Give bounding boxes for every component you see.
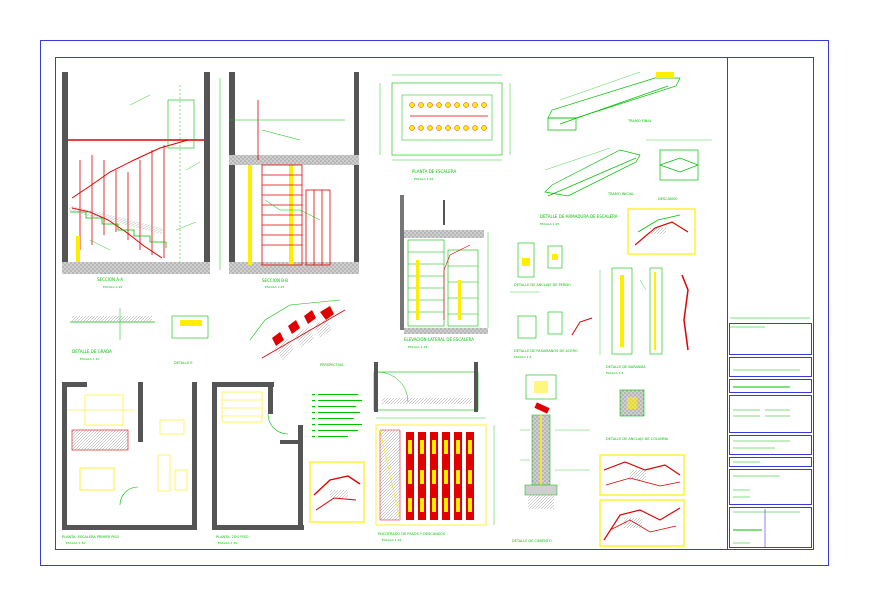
title-block-sheet-box <box>729 507 812 548</box>
svg-text:ESCALA 1:25: ESCALA 1:25 <box>382 538 402 542</box>
svg-text:SECCION A-A: SECCION A-A <box>97 277 123 282</box>
svg-text:ESCALA 1:50: ESCALA 1:50 <box>218 541 238 545</box>
svg-text:ENCOFRADO DE PASOS Y DESCANSOS: ENCOFRADO DE PASOS Y DESCANSOS <box>378 532 446 536</box>
svg-text:DETALLE DE ANCLAJE DE COLUMNA: DETALLE DE ANCLAJE DE COLUMNA <box>606 437 669 441</box>
detail-frame-top <box>627 208 696 255</box>
svg-text:DETALLE DE ARMADURA DE ESCALER: DETALLE DE ARMADURA DE ESCALERA <box>540 214 618 219</box>
detail-railing-joints: DETALLE DE ANCLAJE DE PERNO DETALLE DE P… <box>510 242 689 375</box>
stair-elevation: ELEVACION LATERAL DE ESCALERA ESCALA 1:2… <box>400 195 489 349</box>
title-block-title-box <box>729 379 812 393</box>
detail-row-left: DETALLE DE GRADA ESCALA 1:10 DETALLE E P… <box>70 299 346 367</box>
svg-text:ESCALA 1:25: ESCALA 1:25 <box>414 177 434 181</box>
svg-text:ESCALA 1:25: ESCALA 1:25 <box>103 285 123 289</box>
svg-text:ESCALA 1:25: ESCALA 1:25 <box>540 222 560 226</box>
svg-text:SECCION B-B: SECCION B-B <box>262 278 288 283</box>
svg-text:PLANTA DE ESCALERA: PLANTA DE ESCALERA <box>412 169 456 174</box>
svg-text:TRAMO FINAL: TRAMO FINAL <box>627 119 652 123</box>
general-notes <box>312 394 362 438</box>
isometric-views: TRAMO FINAL TRAMO INICIAL DESCANSO DETAL… <box>540 71 712 226</box>
title-block-designer-box <box>729 435 812 455</box>
formwork-top <box>373 362 479 412</box>
detail-frame-bottom-left <box>309 461 365 523</box>
svg-text:ESCALA 1:5: ESCALA 1:5 <box>606 371 624 375</box>
svg-text:DETALLE DE PASAMANOS DE ACERO: DETALLE DE PASAMANOS DE ACERO <box>514 349 578 353</box>
svg-text:PLANTA: 2DO PISO: PLANTA: 2DO PISO <box>216 535 249 539</box>
detail-frames-bottom-right <box>599 454 685 547</box>
section-b-b: SECCION B-B ESCALA 1:25 <box>219 72 359 289</box>
floor-plan-second: PLANTA: 2DO PISO ESCALA 1:50 <box>212 382 304 545</box>
svg-text:PLANTA: ESCALERA PRIMER PISO: PLANTA: ESCALERA PRIMER PISO <box>62 535 120 539</box>
svg-text:TRAMO INICIAL: TRAMO INICIAL <box>607 192 634 196</box>
svg-text:ESCALA 1:25: ESCALA 1:25 <box>265 285 285 289</box>
outer-frame <box>40 40 829 566</box>
svg-text:ESCALA 1:50: ESCALA 1:50 <box>66 541 86 545</box>
title-block-office-box <box>729 469 812 505</box>
title-block-project-box <box>729 357 812 377</box>
svg-text:ELEVACION LATERAL DE ESCALERA: ELEVACION LATERAL DE ESCALERA <box>404 337 474 342</box>
title-block-date-box <box>729 457 812 467</box>
title-block-notes-box <box>729 395 812 433</box>
svg-text:PERSPECTIVA: PERSPECTIVA <box>320 363 344 367</box>
column-base-detail: DETALLE DE CIMIENTO DETALLE DE ANCLAJE D… <box>512 374 669 543</box>
svg-text:DETALLE DE CIMIENTO: DETALLE DE CIMIENTO <box>512 539 552 543</box>
drawing-sheet <box>55 57 814 550</box>
svg-text:DETALLE DE ANCLAJE DE PERNO: DETALLE DE ANCLAJE DE PERNO <box>514 283 571 287</box>
svg-text:DETALLE DE GRADA: DETALLE DE GRADA <box>72 349 112 354</box>
svg-text:ESCALA 1:10: ESCALA 1:10 <box>80 357 100 361</box>
floor-plan-ground: PLANTA: ESCALERA PRIMER PISO ESCALA 1:50 <box>62 382 197 545</box>
section-a-a: SECCION A-A ESCALA 1:25 <box>62 72 210 289</box>
svg-text:DETALLE DE BARANDA: DETALLE DE BARANDA <box>606 365 646 369</box>
formwork-plan: ENCOFRADO DE PASOS Y DESCANSOS ESCALA 1:… <box>375 417 495 542</box>
svg-text:ESCALA 1:25: ESCALA 1:25 <box>408 345 428 349</box>
title-block-contents <box>730 317 810 548</box>
stair-plan-top: PLANTA DE ESCALERA ESCALA 1:25 <box>379 74 511 181</box>
svg-text:DETALLE E: DETALLE E <box>174 361 193 365</box>
svg-text:DESCANSO: DESCANSO <box>658 197 678 201</box>
title-block-owner-box <box>729 323 812 355</box>
title-block <box>727 57 814 550</box>
svg-text:ESCALA 1:5: ESCALA 1:5 <box>514 355 532 359</box>
